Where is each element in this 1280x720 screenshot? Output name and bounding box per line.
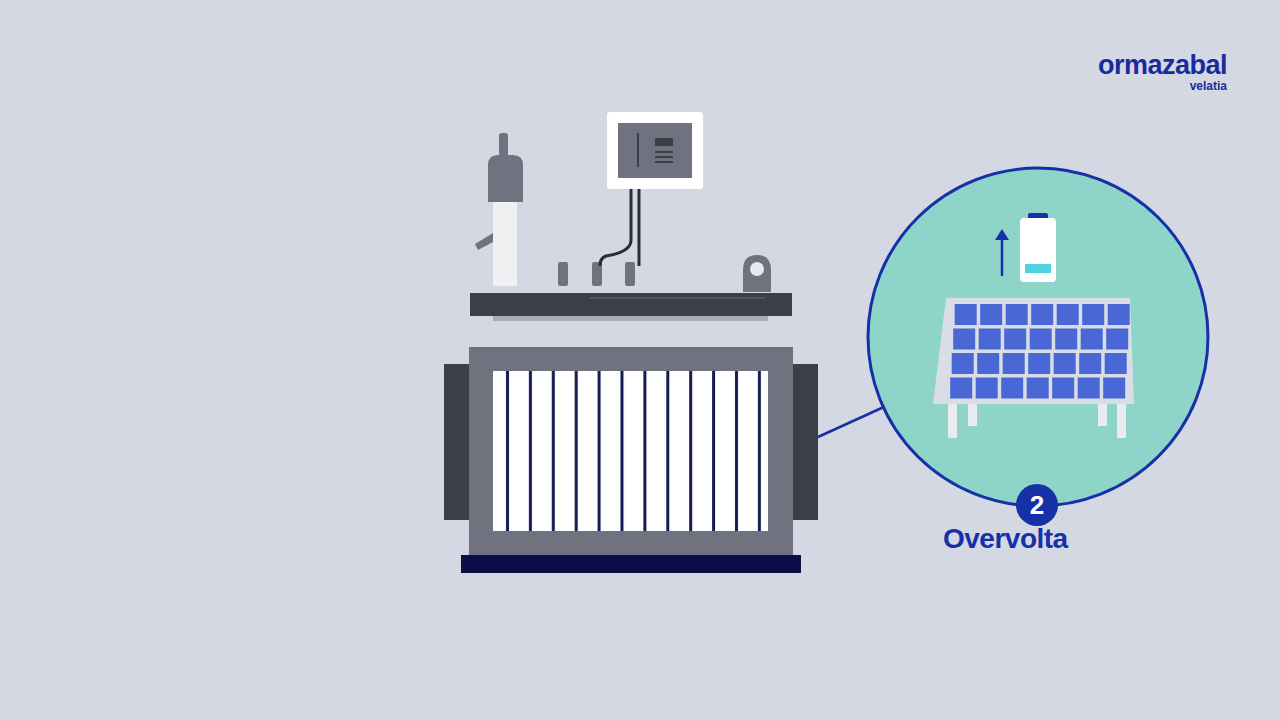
- callout-number: 2: [1030, 492, 1044, 518]
- bushing-tip: [499, 133, 508, 157]
- solar-panel: [933, 298, 1134, 404]
- lifting-lug: [743, 255, 771, 292]
- leader-line: [818, 406, 886, 437]
- up-arrow: [995, 229, 1009, 240]
- callout-title: Overvolta: [943, 524, 1068, 555]
- tank-side: [444, 364, 470, 520]
- tank-cover: [470, 293, 792, 316]
- bushing-column: [493, 202, 517, 286]
- brand-subtitle: velatia: [1190, 80, 1227, 93]
- tank-body: [469, 347, 793, 555]
- lv-bushing: [558, 262, 568, 286]
- solar-cells: [950, 304, 1129, 399]
- callout-circle: [868, 168, 1208, 506]
- cooling-fins: [493, 371, 768, 531]
- battery-icon: [1020, 218, 1056, 282]
- callout-badge: 2: [1016, 484, 1058, 526]
- tank-base: [461, 555, 801, 573]
- bushing-arm: [475, 233, 493, 250]
- monitor-box: [607, 112, 703, 189]
- cable: [600, 189, 631, 266]
- brand-logo: ormazabal: [1098, 51, 1227, 81]
- monitor-screen: [618, 123, 692, 178]
- bushing-cap: [488, 155, 523, 202]
- tank-side: [792, 364, 818, 520]
- lv-bushing: [625, 262, 635, 286]
- cable: [638, 189, 641, 266]
